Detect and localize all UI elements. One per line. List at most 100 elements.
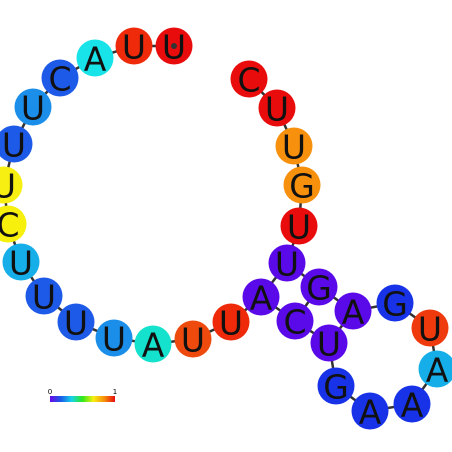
nucleotide-letter: U	[282, 128, 306, 167]
nucleotide-letter: A	[342, 293, 365, 332]
nucleotide-circle	[268, 244, 306, 282]
nucleotide: U	[25, 277, 63, 317]
nucleotide-circle	[174, 320, 212, 358]
nucleotide: U	[0, 126, 33, 165]
nucleotide: A	[393, 385, 431, 425]
nucleotide-letter: U	[64, 304, 88, 343]
nucleotide-letter: U	[287, 208, 311, 247]
nucleotide: A	[134, 325, 172, 365]
nucleotide-circle	[351, 392, 389, 430]
nucleotide: U	[275, 127, 313, 167]
nucleotide-letter: U	[32, 278, 56, 317]
nucleotide: A	[334, 292, 372, 332]
nucleotide-letter: U	[9, 244, 33, 283]
nucleotide-circle	[280, 207, 318, 245]
nucleotide: U	[14, 88, 52, 128]
nucleotide-circle	[230, 60, 268, 98]
nucleotide-letter: U	[265, 90, 289, 129]
nucleotide-circle	[376, 284, 414, 322]
color-scale-legend: 0 1	[48, 388, 117, 402]
nucleotide: U	[0, 167, 23, 206]
nucleotide-letter: C	[0, 206, 20, 245]
nucleotide-circle	[212, 303, 250, 341]
nucleotide: C	[276, 302, 314, 342]
nucleotide-circle	[0, 125, 33, 163]
nucleotide: A	[418, 350, 452, 390]
nucleotide: G	[283, 166, 321, 206]
nucleotide: G	[300, 268, 338, 308]
nucleotide: U	[174, 320, 212, 360]
nucleotide-circle	[393, 385, 431, 423]
nucleotide-circle	[300, 268, 338, 306]
nucleotides: UUACUUUCUUUUAUUACUGAAAUGAGUUGUUC	[0, 27, 452, 432]
nucleotide: U	[411, 309, 449, 349]
nucleotide-circle	[275, 127, 313, 165]
nucleotide-circle	[134, 325, 172, 363]
nucleotide-circle	[411, 309, 449, 347]
nucleotide-letter: A	[142, 326, 165, 365]
nucleotide-letter: A	[359, 393, 382, 432]
nucleotide-circle	[25, 277, 63, 315]
nucleotide-circle	[95, 319, 133, 357]
nucleotide-circle	[14, 88, 52, 126]
nucleotide-circle	[0, 205, 27, 243]
nucleotide: U	[280, 207, 318, 247]
nucleotide: U	[268, 244, 306, 284]
nucleotide-letter: C	[48, 60, 71, 99]
nucleotide: G	[376, 284, 414, 324]
nucleotide: A	[351, 392, 389, 432]
nucleotide: G	[317, 367, 355, 407]
nucleotide: U	[310, 324, 348, 364]
nucleotide-letter: U	[21, 89, 45, 128]
nucleotide: U	[2, 243, 40, 283]
nucleotide-circle	[283, 166, 321, 204]
nucleotide-letter: A	[250, 279, 273, 318]
nucleotide-circle	[57, 303, 95, 341]
nucleotide-circle	[258, 89, 296, 127]
nucleotide: A	[242, 278, 280, 318]
nucleotide: C	[0, 206, 27, 245]
sequence-start-marker	[171, 43, 177, 49]
nucleotide: A	[76, 39, 114, 79]
nucleotide-circle	[276, 302, 314, 340]
nucleotide-letter: G	[323, 368, 349, 407]
nucleotide-circle	[41, 59, 79, 97]
color-scale-bar	[50, 396, 115, 402]
color-scale-min-label: 0	[48, 388, 52, 396]
nucleotide-letter: U	[418, 310, 442, 349]
nucleotide-circle	[76, 39, 114, 77]
nucleotide-letter: A	[84, 40, 107, 79]
backbone	[2, 44, 439, 413]
nucleotide-letter: U	[0, 167, 16, 206]
nucleotide-letter: U	[122, 28, 146, 67]
nucleotide-letter: U	[102, 320, 126, 359]
nucleotide-letter: G	[306, 269, 332, 308]
nucleotide-circle	[115, 27, 153, 65]
nucleotide-letter: G	[382, 285, 408, 324]
nucleotide-circle	[334, 292, 372, 330]
color-scale-max-label: 1	[113, 388, 117, 396]
nucleotide-letter: U	[219, 304, 243, 343]
nucleotide: U	[258, 89, 296, 129]
nucleotide: U	[212, 303, 250, 343]
nucleotide-circle	[310, 324, 348, 362]
nucleotide-circle	[418, 350, 452, 388]
backbone-line	[2, 44, 439, 413]
nucleotide-circle	[0, 166, 23, 204]
nucleotide-letter: C	[283, 303, 306, 342]
nucleotide: C	[230, 60, 268, 100]
nucleotide-letter: C	[237, 61, 260, 100]
nucleotide-letter: U	[181, 321, 205, 360]
nucleotide: C	[41, 59, 79, 99]
nucleotide-letter: U	[317, 325, 341, 364]
nucleotide-letter: G	[289, 167, 315, 206]
nucleotide: U	[95, 319, 133, 359]
nucleotide: U	[57, 303, 95, 343]
nucleotide-circle	[317, 367, 355, 405]
nucleotide-letter: A	[426, 351, 449, 390]
nucleotide-circle	[242, 278, 280, 316]
nucleotide: U	[115, 27, 153, 67]
nucleotide-circle	[2, 243, 40, 281]
nucleotide-letter: A	[401, 386, 424, 425]
